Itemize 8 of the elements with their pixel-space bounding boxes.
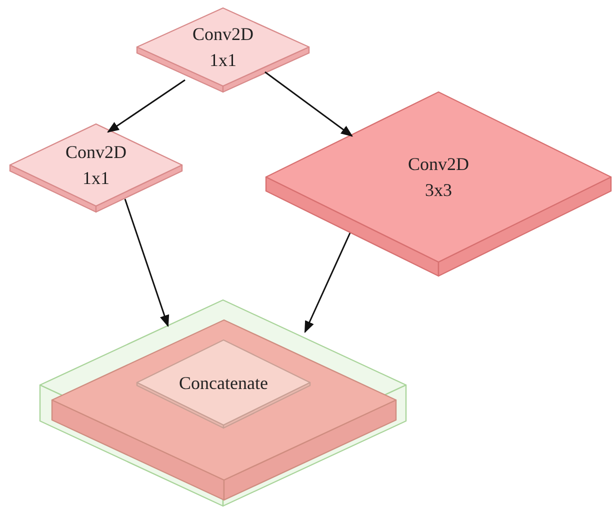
layer-label: Concatenate [178,371,269,394]
arrow [264,71,353,137]
arrow [124,198,170,328]
layer-label: Conv2D 1x1 [191,22,254,72]
arrow [107,79,186,133]
arrow [304,232,351,334]
layer-label: Conv2D 1x1 [64,140,128,190]
layer-label: Conv2D 3x3 [406,152,470,202]
